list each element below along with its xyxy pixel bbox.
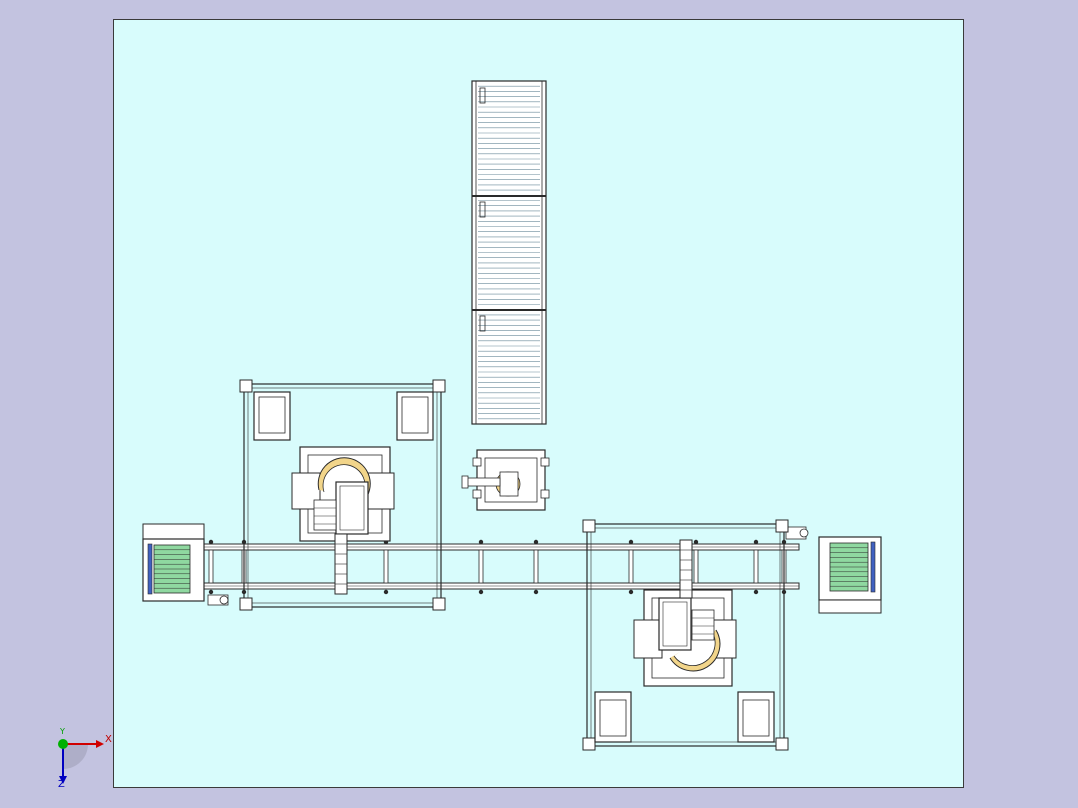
- drawing-sheet[interactable]: [113, 19, 964, 788]
- pallet-right-1: [594, 691, 632, 743]
- track-member: [383, 549, 389, 584]
- track-bolt: [628, 539, 634, 545]
- triad-x-label: X: [105, 734, 112, 745]
- coordinate-triad[interactable]: X Y Z: [48, 726, 118, 792]
- track-bolt: [533, 539, 539, 545]
- track-bolt: [628, 589, 634, 595]
- pallet-left-2: [396, 391, 434, 441]
- track-member: [208, 549, 214, 584]
- track-bolt: [478, 589, 484, 595]
- track-bolt: [383, 589, 389, 595]
- infeed-stop-2: [479, 201, 486, 218]
- infeed-rollers: [478, 85, 540, 420]
- track-member: [693, 549, 699, 584]
- triad-y-label: Y: [60, 727, 65, 736]
- robot-arm-left[interactable]: [313, 457, 371, 595]
- robot-arm-right[interactable]: [658, 539, 721, 672]
- track-bolt: [208, 589, 214, 595]
- track-bolt: [693, 539, 699, 545]
- track-bolt: [208, 539, 214, 545]
- main-transfer-track[interactable]: [203, 539, 800, 595]
- track-member: [628, 549, 634, 584]
- robot-cell-left[interactable]: [239, 379, 446, 611]
- track-bolt: [533, 589, 539, 595]
- robot-cell-right[interactable]: [582, 519, 789, 751]
- left-end-station[interactable]: [142, 523, 229, 606]
- right-end-station[interactable]: [785, 526, 882, 614]
- right-station-rollers: [830, 547, 868, 587]
- track-member: [753, 549, 759, 584]
- track-bolt: [478, 539, 484, 545]
- track-member: [533, 549, 539, 584]
- pallet-right-2: [737, 691, 775, 743]
- triad-z-label: Z: [58, 779, 65, 790]
- infeed-roller-conveyor[interactable]: [471, 80, 547, 425]
- track-bolt: [753, 539, 759, 545]
- assembly-drawing[interactable]: [114, 20, 965, 789]
- infeed-stop-3: [479, 315, 486, 332]
- center-station[interactable]: [461, 449, 550, 511]
- pallet-left-1: [253, 391, 291, 441]
- left-station-rollers: [154, 549, 190, 589]
- triad-axes-icon: [58, 739, 104, 784]
- track-member: [478, 549, 484, 584]
- track-bolt: [753, 589, 759, 595]
- infeed-stop-1: [479, 87, 486, 104]
